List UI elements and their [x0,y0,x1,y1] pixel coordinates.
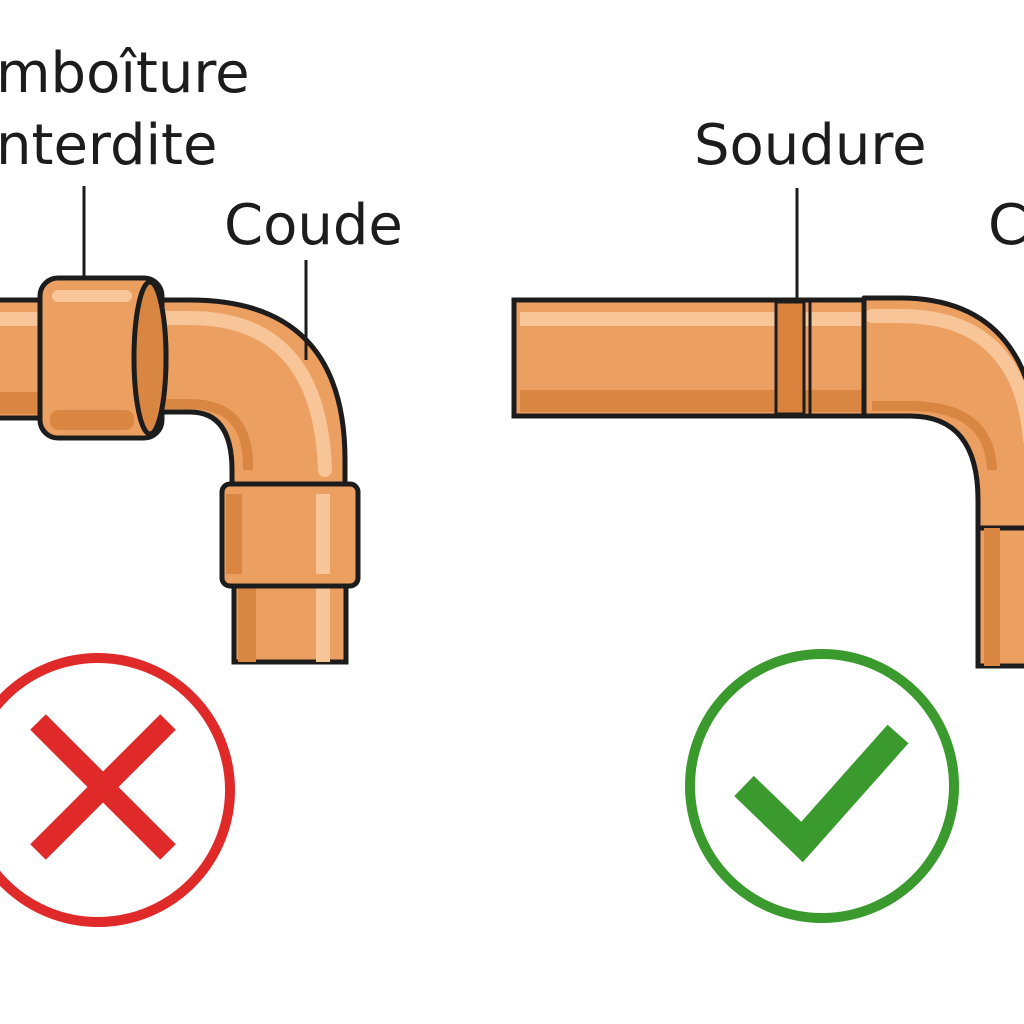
left-panel: mboîture nterdite Coude [0,41,403,927]
weld-band [774,300,812,416]
right-panel: Soudure C [511,113,1024,923]
checkmark-icon [685,649,959,923]
left-elbow-label: Coude [224,193,403,258]
socket-sleeve [37,275,169,441]
weld-label: Soudure [694,113,927,178]
left-vertical-pipe [231,577,349,665]
right-vertical-pipe [975,525,1024,669]
left-vertical-sleeve [219,481,361,589]
right-elbow [861,295,1024,533]
cross-icon [0,653,235,927]
socket-label-line1: mboîture [0,41,250,106]
socket-label-line2: nterdite [0,113,217,178]
right-horizontal-pipe [511,297,877,419]
left-elbow [135,297,348,503]
right-elbow-label: C [988,193,1024,258]
